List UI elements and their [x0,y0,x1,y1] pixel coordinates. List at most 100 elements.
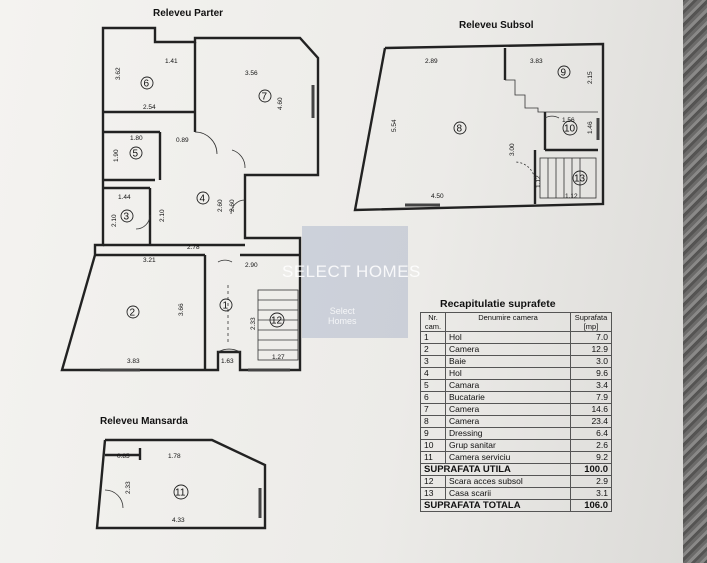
parter-dim-10: 2.10 [111,214,118,227]
room-5-label: 5 [133,149,139,160]
watermark-sub-line-2: Homes [328,316,357,326]
parter-dim-2: 3.62 [115,67,122,80]
parter-dim-3: 2.54 [143,104,156,111]
parter-dim-9: 1.44 [118,194,131,201]
useful-area-value: 100.0 [570,463,612,476]
parter-dim-1: 1.41 [165,58,178,65]
cell-nr: 1 [420,331,446,344]
subsol-dim-5: 1.56 [562,117,575,124]
cell-nr: 7 [420,403,446,416]
parter-dim-17: 3.66 [178,303,185,316]
cell-nr: 9 [420,427,446,440]
parter-dim-4: 3.56 [245,70,258,77]
parter-dim-13: 2.60 [229,199,236,212]
cell-area: 3.4 [570,379,612,392]
cell-area: 3.1 [570,487,612,500]
parter-dim-7: 0.89 [176,137,189,144]
subsol-dim-2: 3.83 [530,58,543,65]
table-header-row: Nr. cam. Denumire camera Suprafata [mp] [420,312,612,332]
cell-name: Camera [445,415,571,428]
cell-name: Bucatarie [445,391,571,404]
title-mansarda: Releveu Mansarda [100,416,188,427]
cell-area: 3.0 [570,355,612,368]
mansarda-dim-3: 2.33 [125,481,132,494]
watermark-brand: SELECT HOMES [282,262,421,281]
cell-area: 9.6 [570,367,612,380]
subsol-dim-1: 2.89 [425,58,438,65]
room-3-label: 3 [124,212,130,223]
cell-nr: 4 [420,367,446,380]
header-area: Suprafata [mp] [570,312,612,332]
cell-area: 6.4 [570,427,612,440]
parter-dim-11: 2.10 [159,209,166,222]
subsol-dim-6: 1.46 [587,121,594,134]
parter-dim-6: 1.80 [130,135,143,142]
cell-name: Grup sanitar [445,439,571,452]
room-13-label: 13 [574,174,586,185]
cell-area: 14.6 [570,403,612,416]
watermark-logo [302,226,408,338]
subsol-dim-3: 2.15 [587,71,594,84]
room-7-label: 7 [262,92,268,103]
parter-dim-18: 2.33 [250,317,257,330]
header-name: Denumire camera [445,312,571,332]
room-8-label: 8 [457,124,463,135]
plan-parter: 1.41 3.62 2.54 3.56 4.60 1.80 0.89 1.90 … [60,26,320,372]
room-1-label: 1 [223,301,229,312]
parter-dim-19: 3.83 [127,358,140,365]
cell-name: Hol [445,331,571,344]
cell-name: Dressing [445,427,571,440]
parter-dim-5: 4.60 [277,97,284,110]
cell-area: 9.2 [570,451,612,464]
cell-name: Camera [445,403,571,416]
cell-nr: 3 [420,355,446,368]
cell-name: Hol [445,367,571,380]
cell-name: Camara [445,379,571,392]
room-11-label: 11 [175,488,186,499]
room-6-label: 6 [144,79,150,90]
mansarda-dim-1: 0.85 [117,453,130,460]
cell-nr: 10 [420,439,446,452]
cell-nr: 2 [420,343,446,356]
cell-nr: 8 [420,415,446,428]
cell-nr: 12 [420,475,446,488]
total-area-value: 106.0 [570,499,612,512]
room-10-label: 10 [564,124,576,135]
cell-name: Camera [445,343,571,356]
cell-name: Scara acces subsol [445,475,571,488]
watermark-sub-line-1: Select [329,306,355,316]
cell-name: Baie [445,355,571,368]
cell-area: 23.4 [570,415,612,428]
cell-nr: 13 [420,487,446,500]
total-area-label: SUPRAFATA TOTALA [420,499,571,512]
title-subsol: Releveu Subsol [459,20,534,31]
parter-dim-14: 2.78 [187,244,200,251]
subsol-dim-8: 1.12 [535,175,542,188]
cell-name: Camera serviciu [445,451,571,464]
subsol-dim-7: 3.00 [509,143,516,156]
mansarda-dim-2: 1.78 [168,453,181,460]
subsol-dim-4: 5.54 [391,119,398,132]
room-9-label: 9 [561,68,567,79]
plan-mansarda: 0.85 1.78 2.33 4.33 11 [95,438,267,530]
parter-dim-8: 1.90 [113,149,120,162]
cell-area: 7.9 [570,391,612,404]
cell-name: Casa scarii [445,487,571,500]
cell-area: 2.6 [570,439,612,452]
plan-subsol: 2.89 3.83 2.15 5.54 1.56 1.46 3.00 1.12 … [353,42,605,212]
